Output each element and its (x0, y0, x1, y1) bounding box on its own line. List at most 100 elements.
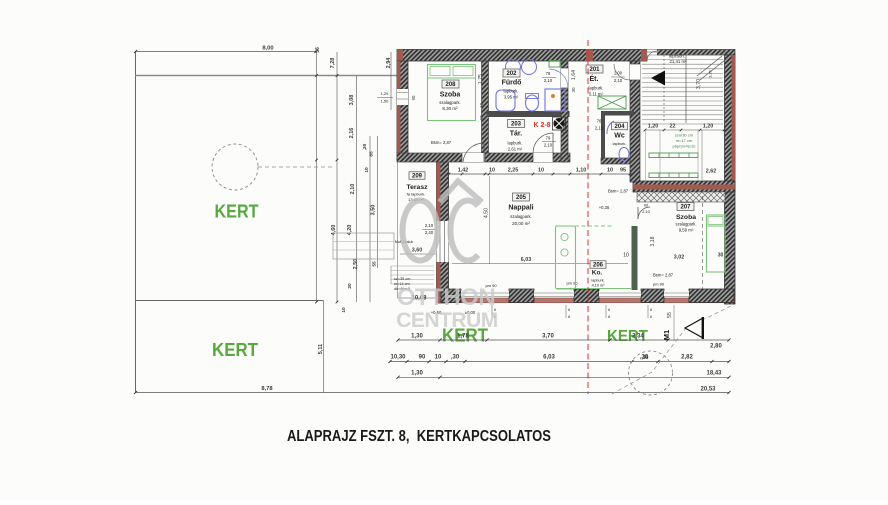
svg-text:1,64: 1,64 (571, 70, 577, 80)
svg-text:lapburk.: lapburk. (508, 141, 523, 146)
svg-text:8: 8 (494, 314, 497, 319)
svg-text:90: 90 (644, 203, 649, 208)
svg-text:20,00 m²: 20,00 m² (512, 221, 530, 226)
svg-text:Terasz: Terasz (406, 184, 428, 191)
svg-text:209: 209 (412, 173, 423, 179)
svg-text:5,11 m²: 5,11 m² (589, 92, 603, 97)
svg-text:pm 90: pm 90 (653, 282, 665, 287)
svg-text:1,29: 1,29 (381, 91, 390, 96)
svg-text:7,28: 7,28 (330, 58, 336, 69)
svg-text:30: 30 (571, 87, 576, 93)
svg-text:KERT: KERT (607, 328, 649, 345)
svg-text:90: 90 (411, 95, 416, 100)
svg-text:szm30 cm: szm30 cm (675, 133, 694, 138)
svg-text:2,25: 2,25 (508, 168, 519, 174)
svg-text:4,20: 4,20 (347, 225, 353, 236)
svg-text:206: 206 (593, 262, 604, 268)
svg-text:2,82: 2,82 (681, 355, 693, 361)
svg-text:,10: ,10 (479, 102, 484, 109)
svg-text:2,40: 2,40 (425, 230, 434, 235)
svg-text:10: 10 (341, 307, 347, 313)
svg-text:204: 204 (614, 124, 625, 130)
svg-text:2,10: 2,10 (425, 223, 434, 228)
svg-text:lapburk.: lapburk. (613, 141, 627, 146)
svg-text:2,62: 2,62 (706, 169, 717, 175)
svg-text:76: 76 (597, 119, 602, 124)
svg-text:2,10: 2,10 (544, 78, 553, 83)
svg-text:+0,50: +0,50 (431, 310, 442, 315)
svg-text:201: 201 (589, 67, 600, 73)
svg-text:Szoba: Szoba (440, 92, 461, 99)
svg-text:Fürdő: Fürdő (502, 80, 522, 87)
svg-text:4,60: 4,60 (331, 225, 337, 236)
svg-text:23: 23 (479, 115, 484, 121)
svg-text:+0,35: +0,35 (599, 205, 610, 210)
svg-text:8: 8 (650, 314, 653, 319)
svg-text:1,42: 1,42 (458, 168, 469, 174)
svg-text:KERT: KERT (215, 202, 259, 222)
svg-text:1,00: 1,00 (614, 71, 623, 76)
svg-text:3,60: 3,60 (412, 248, 423, 254)
svg-text:3,70: 3,70 (696, 79, 702, 89)
svg-text:szalagpark.: szalagpark. (510, 214, 531, 219)
svg-text:10: 10 (623, 253, 629, 259)
svg-text:8,30 m²: 8,30 m² (442, 106, 458, 111)
svg-text:Ét.: Ét. (590, 74, 599, 83)
svg-text:8: 8 (608, 314, 611, 319)
svg-text:2,94: 2,94 (386, 57, 392, 69)
svg-text:2,34: 2,34 (632, 334, 644, 340)
svg-text:3,26: 3,26 (709, 70, 713, 77)
svg-text:2,15: 2,15 (595, 126, 604, 131)
svg-text:±0,00: ±0,00 (465, 310, 476, 315)
svg-text:10: 10 (489, 168, 495, 174)
svg-text:208: 208 (445, 82, 456, 88)
svg-text:,30: ,30 (642, 355, 649, 361)
svg-text:8,78: 8,78 (261, 386, 273, 392)
svg-text:Nappali: Nappali (508, 205, 533, 212)
svg-text:1,30: 1,30 (411, 371, 423, 377)
svg-text:6,03: 6,03 (521, 257, 532, 263)
svg-text:3,02: 3,02 (674, 255, 685, 261)
svg-text:2,10: 2,10 (614, 78, 623, 83)
svg-text:lépcsőh.: lépcsőh. (669, 54, 685, 59)
svg-text:KERT: KERT (442, 326, 488, 346)
svg-text:sz=35 cm: sz=35 cm (394, 277, 410, 281)
svg-text:M1: M1 (662, 330, 671, 340)
svg-text:95: 95 (620, 168, 626, 174)
svg-text:Szoba: Szoba (676, 214, 696, 221)
svg-text:ALAPRAJZ FSZT. 8, KERTKAPCSOL: ALAPRAJZ FSZT. 8, KERTKAPCSOLATOS (287, 428, 551, 445)
svg-text:Bsm= 2,87: Bsm= 2,87 (431, 140, 452, 145)
svg-text:1,75: 1,75 (478, 74, 484, 84)
svg-text:1,20: 1,20 (648, 124, 659, 130)
svg-text:lapburk.: lapburk. (591, 279, 605, 283)
svg-text:90: 90 (419, 355, 426, 361)
svg-text:Bsm= 2,87: Bsm= 2,87 (653, 273, 674, 278)
svg-text:10,30: 10,30 (390, 355, 406, 361)
svg-text:8,00: 8,00 (262, 46, 273, 52)
svg-text:8: 8 (568, 307, 571, 312)
svg-text:10,08: 10,08 (411, 296, 427, 302)
svg-text:20,53: 20,53 (700, 387, 716, 393)
svg-text:85: 85 (369, 151, 375, 157)
svg-text:9,59 m²: 9,59 m² (679, 228, 694, 233)
svg-text:2,61 m²: 2,61 m² (508, 147, 523, 152)
svg-text:Ko.: Ko. (592, 270, 603, 277)
svg-text:Wc: Wc (614, 133, 625, 140)
svg-text:pm 90: pm 90 (566, 281, 578, 286)
svg-text:207: 207 (680, 205, 691, 211)
svg-text:205: 205 (516, 195, 527, 201)
svg-text:3,18: 3,18 (650, 236, 656, 246)
svg-text:,30: ,30 (451, 355, 460, 361)
svg-text:lapburk.: lapburk. (589, 86, 604, 91)
svg-text:,30: ,30 (640, 355, 649, 361)
svg-text:8: 8 (650, 307, 653, 312)
svg-text:18,43: 18,43 (706, 371, 722, 377)
svg-text:10: 10 (607, 168, 613, 174)
svg-text:db=8(m4): db=8(m4) (394, 287, 411, 291)
svg-text:55: 55 (372, 261, 378, 267)
svg-text:1,50: 1,50 (381, 99, 390, 104)
svg-text:pm 90: pm 90 (485, 283, 497, 288)
svg-text:22: 22 (670, 124, 676, 130)
svg-text:2,10: 2,10 (350, 184, 356, 195)
svg-text:203: 203 (511, 122, 522, 128)
